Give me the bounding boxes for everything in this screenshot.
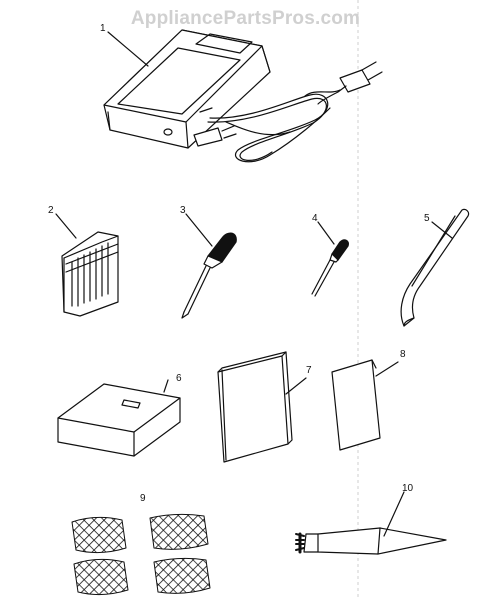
callout-2: 2 [48,205,54,216]
callout-1: 1 [100,23,106,34]
callout-10: 10 [402,483,414,494]
spool-net-part [71,513,211,596]
leader-4 [317,221,335,245]
needle-pack-part [61,231,119,317]
screwdriver-large-part [181,232,237,319]
leader-10 [383,491,405,537]
leader-5 [431,221,453,239]
leader-2 [55,213,77,239]
callout-5: 5 [424,213,430,224]
callout-7: 7 [306,365,312,376]
leader-1 [107,31,149,67]
callout-4: 4 [312,213,318,224]
instruction-book-part [217,351,293,463]
lint-brush-part [295,527,447,555]
screwdriver-small-part [311,239,349,297]
leader-8 [375,361,399,377]
callout-8: 8 [400,349,406,360]
tweezers-part [400,208,470,327]
callout-3: 3 [180,205,186,216]
watermark-text: AppliancePartsPros.com [130,8,361,29]
leader-3 [185,213,213,247]
leader-7 [285,377,307,395]
leader-6 [163,379,169,393]
accessory-box-part [57,383,181,457]
callout-9: 9 [140,493,146,504]
foot-controller-part [103,29,383,163]
leaflet-part [331,359,381,451]
callout-6: 6 [176,373,182,384]
